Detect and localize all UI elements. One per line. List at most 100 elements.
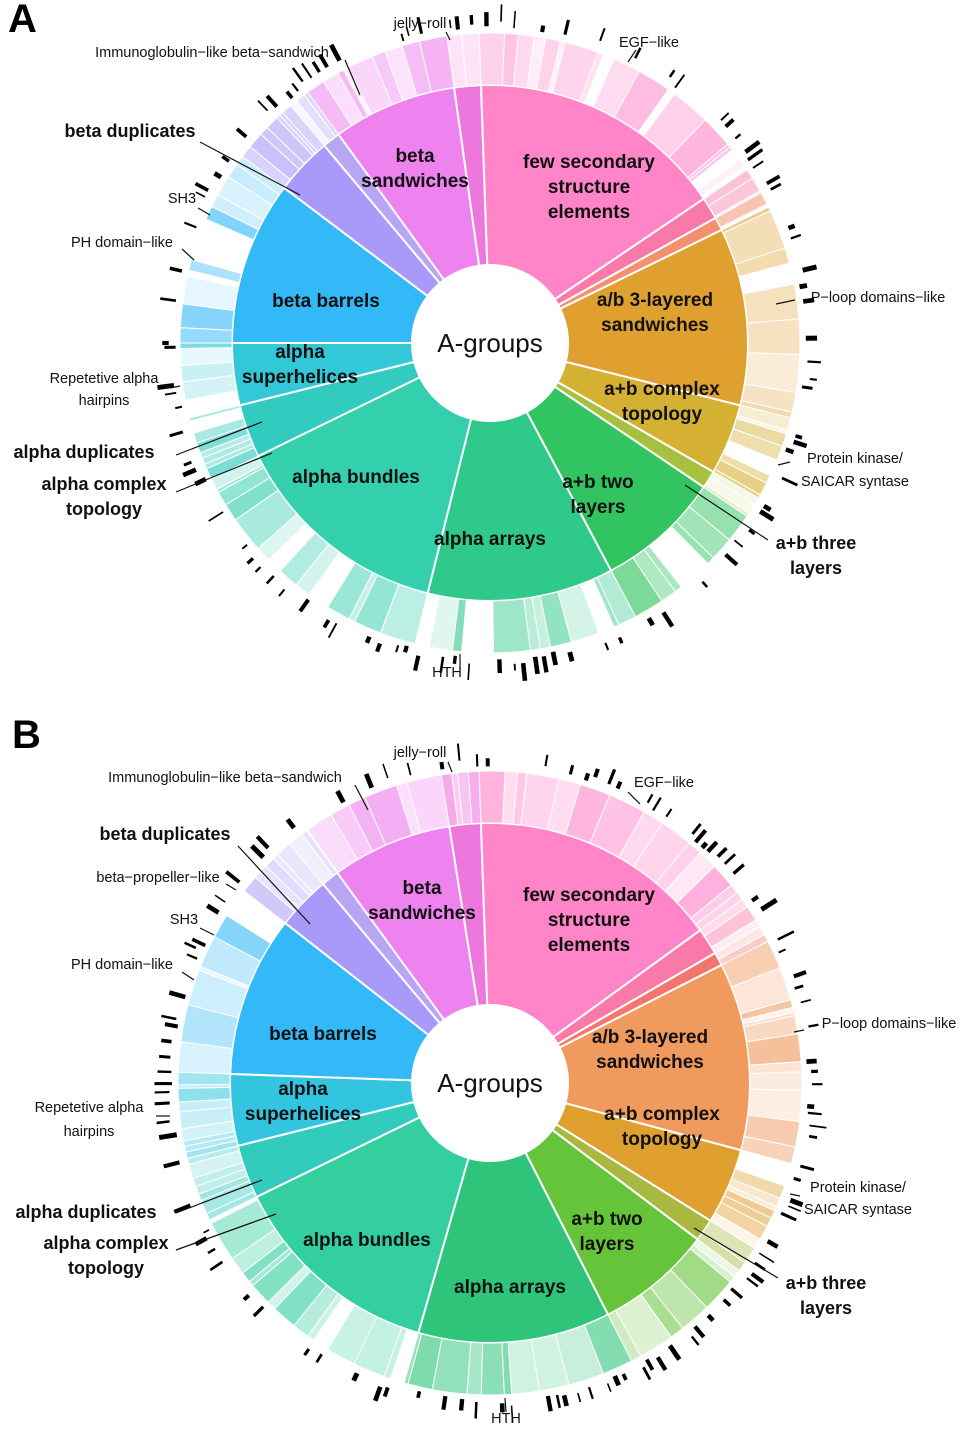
outer-segment-label: SH3 (168, 191, 196, 207)
outer-segment-label: SH3 (170, 912, 198, 928)
periphery-tick (621, 1373, 628, 1381)
periphery-tick (235, 127, 248, 139)
group-callout-label: beta duplicates (64, 121, 195, 141)
inner-wedge-label: alpha (278, 1079, 328, 1100)
periphery-tick (250, 844, 266, 860)
outer-segment-label: jelly−roll (393, 745, 447, 761)
periphery-tick (160, 297, 177, 303)
periphery-tick (322, 619, 331, 629)
group-callout-label: alpha duplicates (15, 1202, 156, 1222)
periphery-tick (802, 264, 818, 273)
inner-wedge-label: beta barrels (272, 291, 380, 312)
inner-wedge-label: few secondary (523, 152, 655, 173)
inner-wedge-label: superhelices (245, 1104, 361, 1125)
periphery-tick (693, 1325, 706, 1339)
leader-line (225, 883, 237, 891)
periphery-tick (184, 941, 197, 950)
periphery-tick (209, 1260, 224, 1272)
outer-segment-label: hairpins (79, 393, 130, 409)
periphery-tick (191, 937, 207, 948)
periphery-tick (746, 148, 764, 162)
periphery-tick (400, 33, 405, 42)
periphery-tick (315, 1353, 323, 1364)
periphery-tick (467, 663, 471, 681)
outer-segment (461, 599, 494, 654)
group-callout-label: a+b three (786, 1273, 867, 1293)
group-callout-label: alpha complex (41, 474, 166, 494)
periphery-tick (583, 772, 591, 781)
outer-segment-label: beta−propeller−like (96, 870, 219, 886)
group-callout-label: alpha complex (43, 1233, 168, 1253)
periphery-tick (303, 1348, 311, 1357)
periphery-tick (183, 221, 197, 229)
periphery-tick (207, 1247, 216, 1255)
periphery-tick (335, 789, 346, 804)
periphery-tick (593, 768, 600, 778)
periphery-tick (691, 823, 702, 835)
periphery-tick (203, 1229, 210, 1234)
inner-wedge-label: a/b 3-layered (592, 1027, 708, 1048)
periphery-tick (568, 764, 575, 775)
periphery-tick (748, 528, 756, 536)
periphery-tick (265, 575, 275, 585)
inner-wedge-label: alpha arrays (454, 1277, 566, 1298)
periphery-tick (364, 773, 374, 789)
periphery-tick (242, 1293, 251, 1302)
periphery-tick (706, 840, 719, 854)
inner-wedge-label: structure (548, 910, 630, 931)
periphery-tick (807, 1111, 822, 1116)
periphery-tick (724, 553, 739, 567)
panel-a-tick-marks (157, 4, 821, 682)
periphery-tick (474, 1401, 478, 1419)
periphery-tick (732, 863, 745, 875)
periphery-tick (760, 897, 778, 912)
periphery-tick (255, 835, 270, 850)
periphery-tick (456, 743, 461, 761)
outer-segment-label: EGF−like (634, 775, 694, 791)
leader-line (197, 207, 211, 216)
periphery-tick (806, 1058, 817, 1065)
inner-wedge-label: beta (395, 146, 435, 167)
inner-wedge-label: sandwiches (361, 171, 469, 192)
periphery-tick (799, 283, 808, 290)
leader-line (775, 299, 796, 305)
inner-wedge-label: beta barrels (269, 1024, 377, 1045)
outer-segment-label: Immunoglobulin−like beta−sandwich (95, 45, 329, 61)
periphery-tick (550, 651, 558, 666)
leader-line (181, 248, 195, 261)
periphery-tick (746, 1277, 759, 1288)
periphery-tick (563, 19, 570, 35)
inner-wedge-label: alpha arrays (434, 529, 546, 550)
group-callout-label: topology (66, 499, 142, 519)
group-callout-label: alpha duplicates (13, 442, 154, 462)
outer-segment-label: Repetetive alpha (50, 371, 160, 387)
periphery-tick (716, 846, 728, 858)
inner-wedge-label: layers (571, 497, 626, 518)
periphery-tick (789, 1197, 804, 1208)
outer-segment-label: SAICAR syntase (804, 1202, 912, 1218)
periphery-tick (301, 62, 313, 79)
periphery-tick (225, 870, 241, 884)
leader-line (175, 452, 273, 493)
inner-wedge-label: layers (580, 1234, 635, 1255)
periphery-tick (161, 1014, 177, 1021)
periphery-tick (278, 588, 286, 597)
group-callout-label: layers (790, 558, 842, 578)
panel-b-center-hole (412, 1005, 568, 1161)
periphery-tick (413, 655, 421, 672)
periphery-tick (291, 82, 299, 92)
inner-wedge-label: few secondary (523, 885, 655, 906)
periphery-tick (298, 598, 310, 613)
leader-line (627, 791, 641, 805)
periphery-tick (221, 155, 230, 163)
leader-line (627, 49, 637, 63)
periphery-tick (160, 1038, 172, 1044)
outer-segment-label: Protein kinase/ (810, 1180, 907, 1196)
inner-wedge-label: sandwiches (368, 903, 476, 924)
outer-segment (177, 1086, 232, 1103)
leader-line (693, 1227, 779, 1279)
periphery-tick (205, 903, 220, 915)
periphery-tick (661, 611, 675, 628)
outer-segment-label: HTH (432, 665, 462, 681)
